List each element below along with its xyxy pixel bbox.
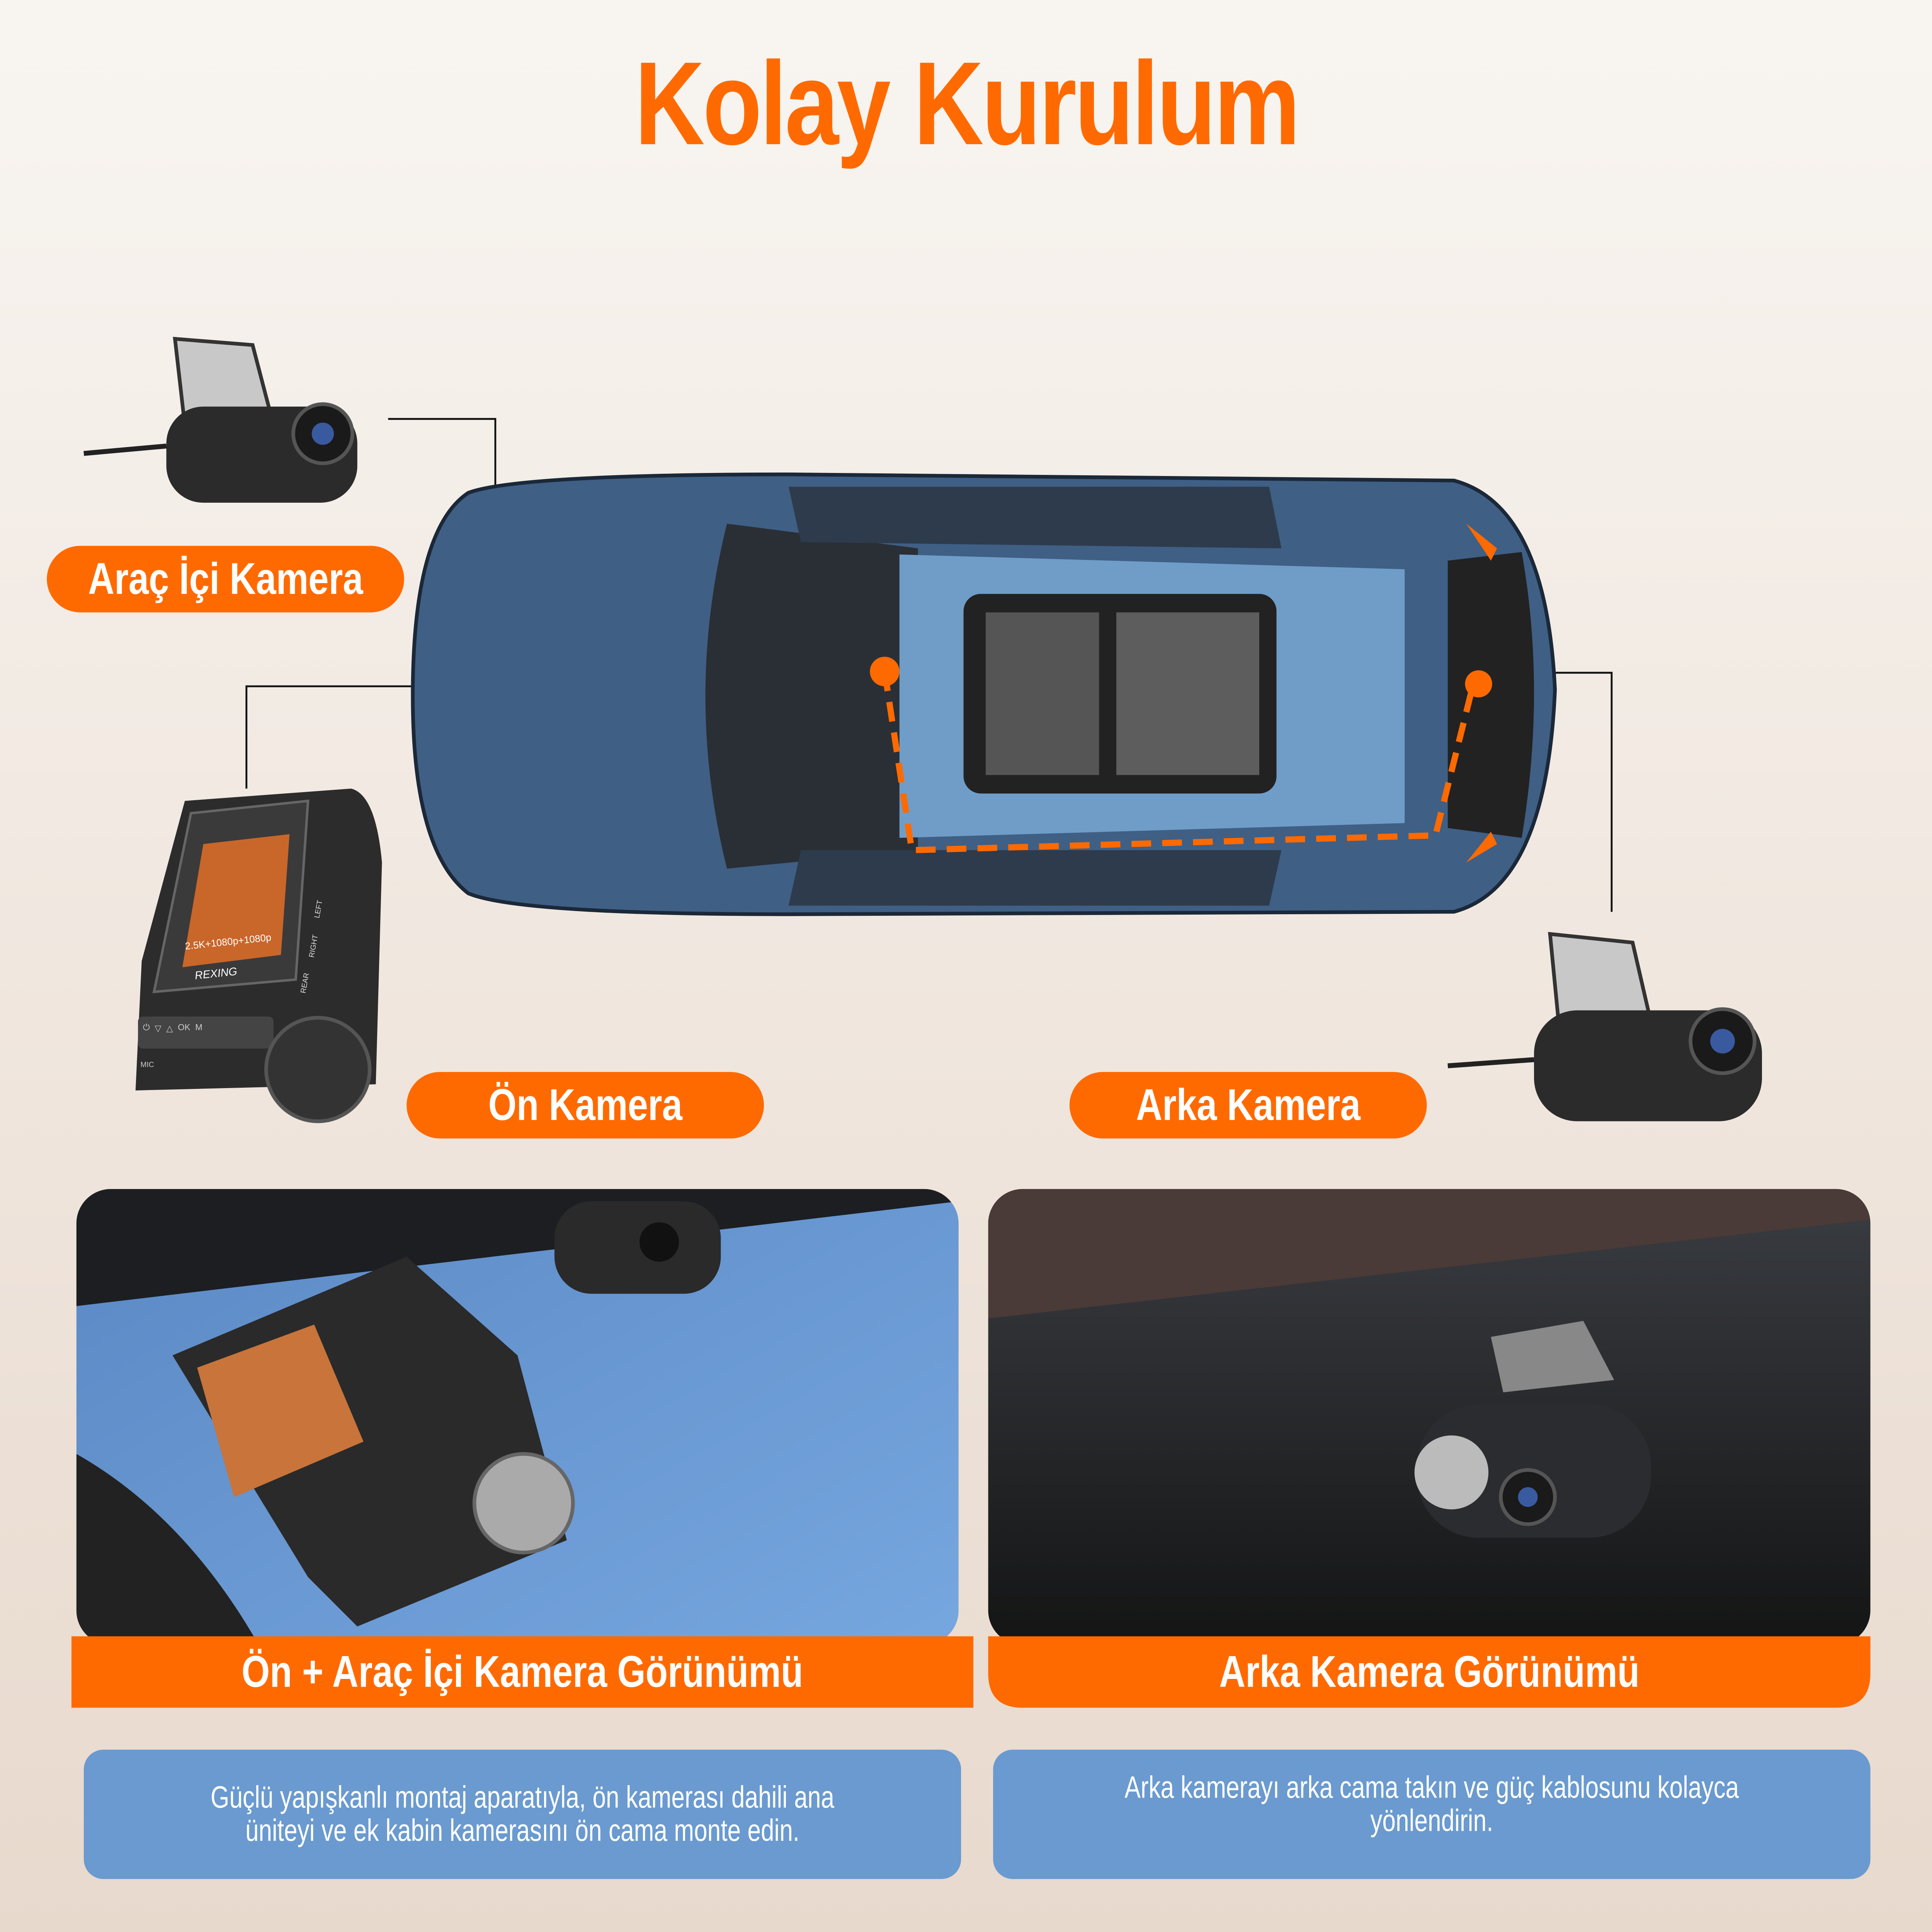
- interior-camera-image: [83, 337, 357, 503]
- up-button: △: [166, 1025, 173, 1034]
- rear-view-photo: [988, 1189, 1871, 1645]
- ok-button: OK: [178, 1024, 190, 1033]
- label-front-camera: Ön Kamera: [406, 1072, 764, 1139]
- front-interior-view-photo: [76, 1189, 959, 1645]
- rear-view-banner-bg: [988, 1636, 1871, 1708]
- menu-button: M: [195, 1024, 202, 1033]
- mic-label: MIC: [140, 1062, 154, 1070]
- front-view-banner: Ön + Araç İçi Kamera Görünümü: [71, 1636, 974, 1708]
- label-rear-camera: Arka Kamera: [1069, 1072, 1427, 1139]
- rear-view-description: Arka kamerayı arka cama takın ve güç kab…: [993, 1750, 1871, 1879]
- label-interior-camera: Araç İçi Kamera: [47, 546, 404, 612]
- front-dash-camera-image: [135, 788, 382, 1123]
- front-view-description: Güçlü yapışkanlı montaj aparatıyla, ön k…: [83, 1750, 961, 1879]
- device-buttons: ⏻ ▽ △ OK M: [143, 1024, 202, 1034]
- down-button: ▽: [155, 1025, 162, 1034]
- car-top-view: [411, 472, 1557, 916]
- power-button: ⏻: [143, 1024, 150, 1033]
- rear-camera-image: [1447, 932, 1762, 1121]
- rear-view-banner: Arka Kamera Görünümü: [1219, 1646, 1639, 1697]
- page-title: Kolay Kurulum: [634, 38, 1299, 170]
- front-mount-dot: [870, 656, 900, 687]
- rear-mount-dot: [1465, 670, 1492, 697]
- cable-route: [881, 671, 1476, 854]
